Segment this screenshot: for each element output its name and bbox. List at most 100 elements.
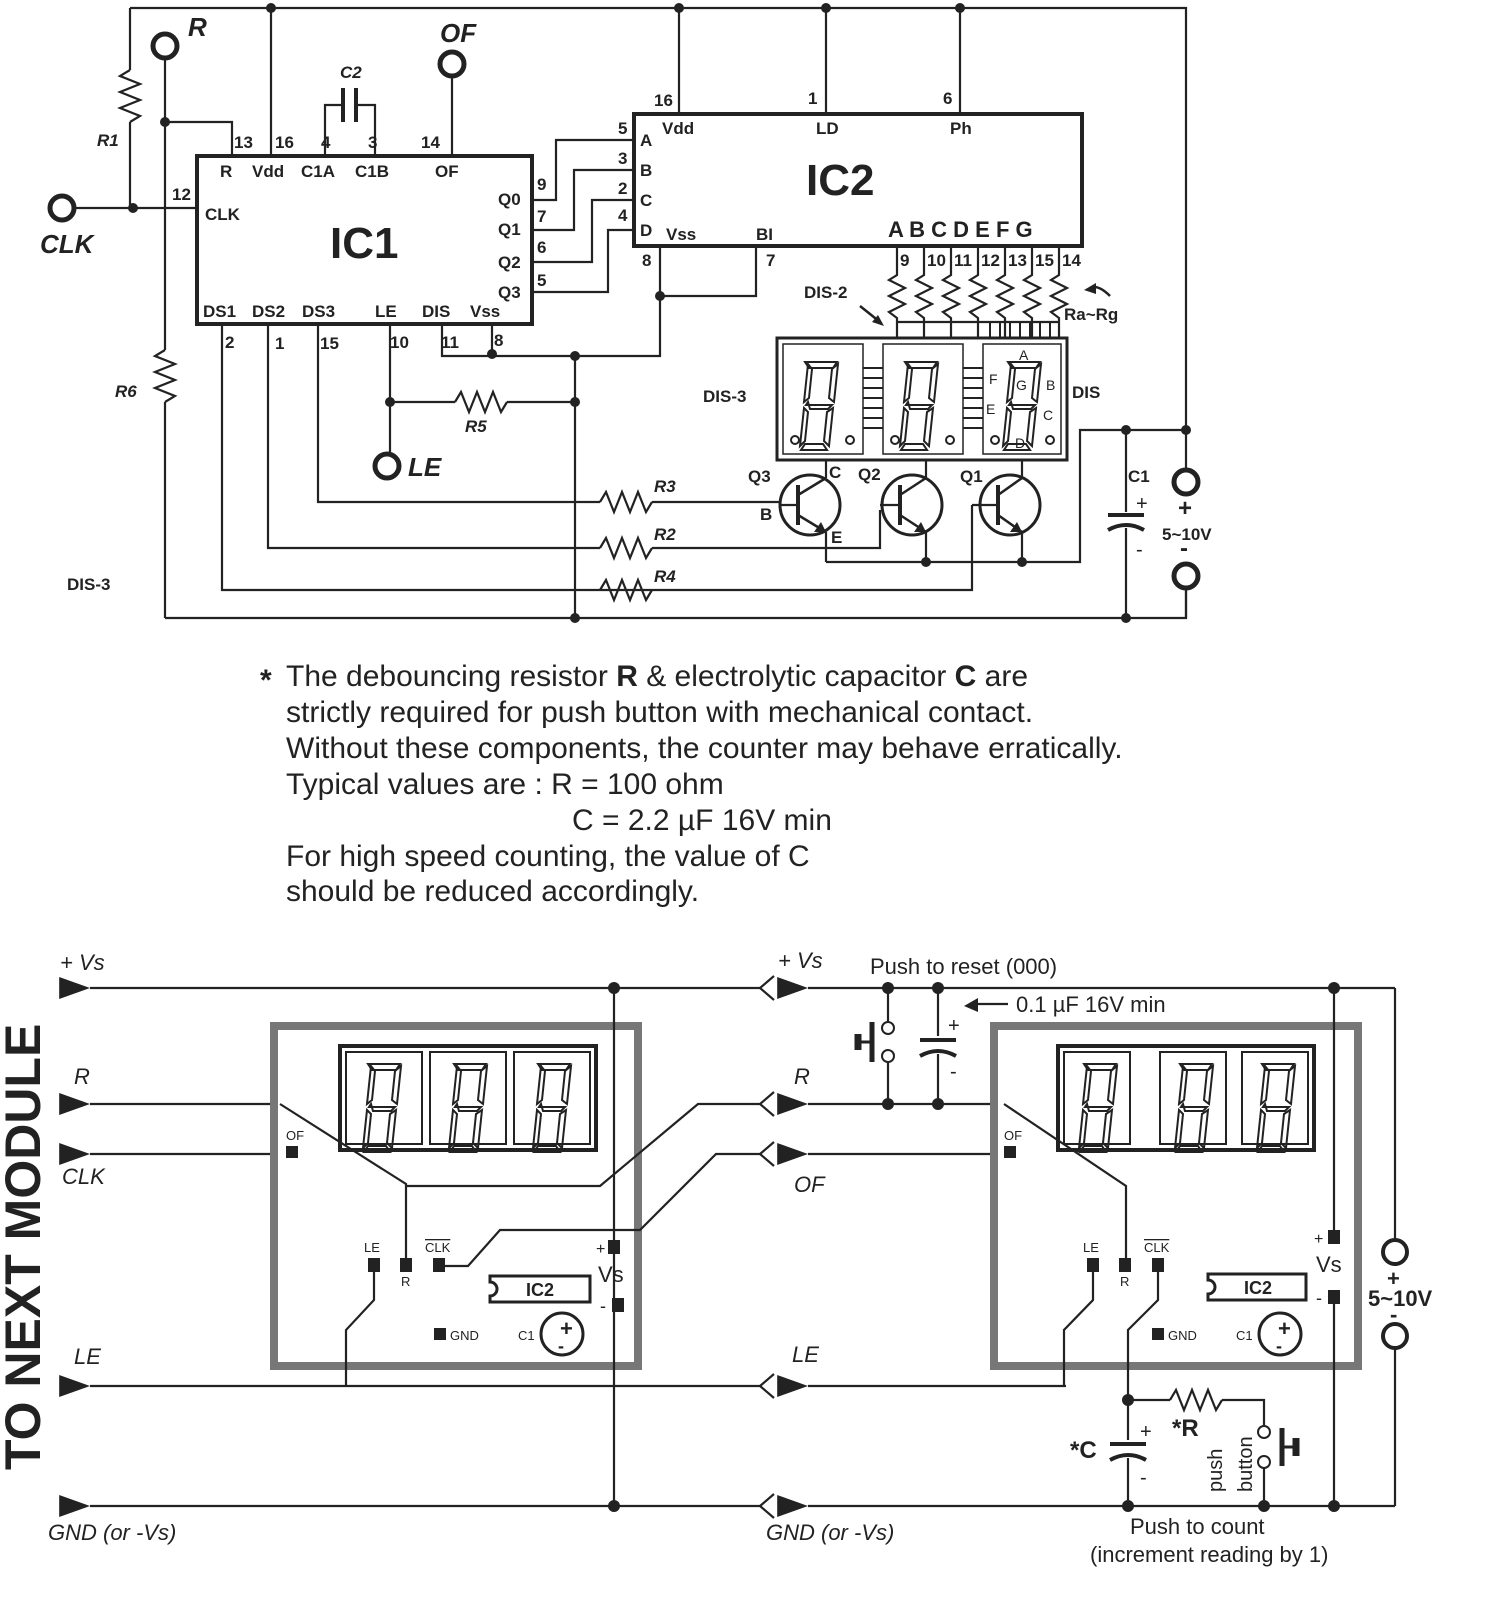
seg-e: E [986,401,995,417]
clk-terminal-icon[interactable] [47,193,77,223]
bottom-supply-minus: - [1390,1302,1397,1327]
right-mod-clk: CLK [1144,1240,1170,1255]
ic1-num-5: 5 [537,271,546,290]
ic2-num-12: 12 [981,251,1000,270]
bottom-supply-label: 5~10V [1368,1286,1433,1311]
ic2-pin-c: C [640,191,652,210]
bottom-supply-plus: + [1387,1266,1400,1291]
note-line-6: For high speed counting, the value of C [286,840,810,873]
note-line-7: should be reduced accordingly. [286,875,699,908]
label-ra-rg: Ra~Rg [1064,305,1118,324]
label-dis3-left: DIS-3 [67,575,110,594]
label-star-c: *C [1070,1437,1097,1464]
left-mod-c1-plus: + [560,1316,573,1341]
label-r2: R2 [654,525,676,544]
left-mod-r: R [401,1274,410,1289]
label-q1: Q1 [960,467,983,486]
resistor-r5 [454,389,575,415]
ic1-num-2: 2 [225,333,234,352]
note-line-3: Without these components, the counter ma… [286,732,1123,765]
of-terminal-icon[interactable] [437,49,467,79]
ic2-num-9: 9 [900,251,909,270]
ic1-num-3: 3 [368,133,377,152]
label-q3: Q3 [748,467,771,486]
ic1-pin-c1a: C1A [301,162,335,181]
left-mod-ic2: IC2 [526,1280,554,1300]
ic1-pin-q1: Q1 [498,220,521,239]
ic2-num-6: 6 [943,89,952,108]
ic2-pin-ph: Ph [950,119,972,138]
push-count-label-2: (increment reading by 1) [1090,1542,1328,1567]
left-mod-c1-minus: - [558,1336,564,1356]
ic1-num-1: 1 [275,334,284,353]
label-of-term: OF [440,18,477,48]
label-dis3: DIS-3 [703,387,746,406]
bottom-supply-neg-icon[interactable] [1381,1322,1409,1350]
label-r3: R3 [654,477,676,496]
right-mod-plus: + [1314,1231,1323,1248]
right-mod-vs: Vs [1316,1252,1342,1277]
ic1-num-4: 4 [321,133,331,152]
ic1-pin-q0: Q0 [498,190,521,209]
right-mod-c1-minus: - [1276,1336,1282,1356]
count-cap-minus: - [1140,1467,1147,1489]
label-le-term: LE [408,452,442,482]
ic2-pin-ld: LD [816,119,839,138]
ic2-body [632,112,1084,248]
note-line-4: Typical values are : R = 100 ohm [286,768,724,801]
left-r-label: R [74,1064,90,1089]
label-c1-minus: - [1136,539,1143,561]
label-supply-minus: - [1180,535,1188,562]
label-button: button [1235,1436,1257,1492]
label-q2: Q2 [858,465,881,484]
ic2-num-7: 7 [766,251,775,270]
right-of-label: OF [794,1172,826,1197]
ic1-title: IC1 [330,219,398,268]
right-mod-minus: - [1316,1288,1322,1308]
bottom-wiring: TO NEXT MODULE + Vs R CLK LE GND (or -Vs… [0,948,1433,1567]
label-r1: R1 [97,131,119,150]
ic2-num-3: 3 [618,149,627,168]
resistor-r2 [599,510,882,561]
left-mod-le: LE [364,1240,380,1255]
label-supply-plus: + [1178,495,1192,522]
note-line-1a: The debouncing resistor [286,660,616,693]
seg-b: B [1046,377,1055,393]
ic1-pin-vss: Vss [470,302,500,321]
bottom-supply-pos-icon[interactable] [1381,1238,1409,1266]
ic2-num-16: 16 [654,91,673,110]
label-r-term: R [188,12,207,42]
ic1-pin-q3: Q3 [498,283,521,302]
ic1-pin-of: OF [435,162,459,181]
ic2-num-10: 10 [927,251,946,270]
label-c1: C1 [1128,467,1150,486]
left-vs-label: + Vs [60,950,105,975]
supply-neg-terminal-icon[interactable] [1171,561,1201,591]
label-push: push [1205,1449,1227,1492]
ic2-pin-bi: BI [756,225,773,244]
ic1-num-12: 12 [172,185,191,204]
supply-pos-terminal-icon[interactable] [1171,467,1201,497]
label-c-pin: C [829,463,841,482]
seg-f: F [989,371,998,387]
ic2-pin-b: B [640,161,652,180]
resistor-r3 [599,489,780,515]
note-line-2: strictly required for push button with m… [286,696,1033,729]
ic1-num-9: 9 [537,175,546,194]
ic2-pin-vss: Vss [666,225,696,244]
ic1-num-16: 16 [275,133,294,152]
right-gnd-label: GND (or -Vs) [766,1520,894,1545]
right-mod-r: R [1120,1274,1129,1289]
label-star-r: *R [1172,1415,1199,1442]
le-terminal-icon[interactable] [372,451,402,481]
ic2-num-14: 14 [1062,251,1081,270]
right-mod-gnd: GND [1168,1328,1197,1343]
ic2-pin-d: D [640,221,652,240]
count-cap-plus: + [1140,1421,1152,1443]
right-le-label: LE [792,1342,819,1367]
transistor-q3 [778,460,842,562]
r-terminal-icon[interactable] [150,31,180,61]
right-mod-ic2: IC2 [1244,1278,1272,1298]
cap-reset-label: 0.1 µF 16V min [1016,992,1166,1017]
ic2-title: IC2 [806,156,874,205]
